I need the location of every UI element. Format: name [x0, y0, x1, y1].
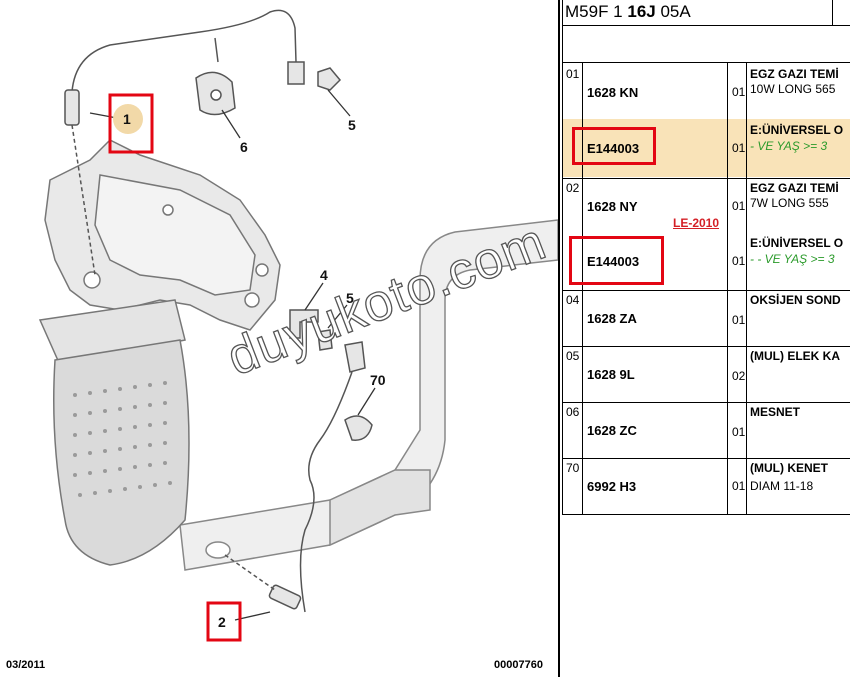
table-row[interactable]: 02 1628 NY 01 EGZ GAZI TEMİ 7W LONG 555 … — [562, 179, 850, 291]
condition: - - VE YAŞ >= 3 — [750, 252, 835, 266]
part-number[interactable]: 1628 9L — [587, 367, 635, 382]
table-row[interactable]: 04 1628 ZA 01 OKSİJEN SOND — [562, 291, 850, 347]
quantity: 01 — [732, 199, 746, 213]
description: EGZ GAZI TEMİ — [750, 181, 839, 195]
item-index: 06 — [566, 405, 580, 419]
oxygen-sensor-downstream — [224, 371, 353, 613]
part-number[interactable]: 1628 ZA — [587, 311, 637, 326]
clip-parts-top — [195, 37, 342, 116]
exhaust-pipe — [179, 219, 558, 571]
part-number[interactable]: E144003 — [587, 254, 640, 269]
item-index: 04 — [566, 293, 580, 307]
table-subheader — [562, 25, 850, 63]
table-row[interactable]: 01 1628 KN 01 EGZ GAZI TEMİ 10W LONG 565… — [562, 63, 850, 179]
oxygen-sensor-upstream — [64, 9, 305, 276]
table-left-border — [562, 0, 563, 515]
exhaust-manifold — [44, 139, 281, 331]
item-index: 01 — [566, 67, 580, 81]
quantity: 02 — [732, 369, 746, 383]
table-header: M59F 1 16J 05A — [562, 0, 850, 26]
converter-holes — [73, 381, 172, 497]
description: MESNET — [750, 405, 801, 419]
description: E:ÜNİVERSEL O — [750, 236, 844, 250]
callout-1[interactable]: 1 — [123, 111, 131, 127]
quantity: 01 — [732, 313, 746, 327]
model-code: M59F 1 16J 05A — [565, 2, 691, 21]
callout-labels: 1 2 4 5 5 6 70 — [123, 111, 386, 630]
item-index: 70 — [566, 461, 580, 475]
panel-separator — [558, 0, 560, 677]
table-row[interactable]: 05 1628 9L 02 (MUL) ELEK KA — [562, 347, 850, 403]
description: (MUL) KENET — [750, 461, 828, 475]
callout-5-top[interactable]: 5 — [348, 117, 356, 133]
quantity: 01 — [732, 85, 746, 99]
part-number[interactable]: E144003 — [587, 141, 640, 156]
exhaust-manifold-diagram: 1 2 4 5 5 6 70 — [38, 9, 558, 642]
diagram-doc-number: 00007760 — [494, 659, 543, 671]
parts-table: M59F 1 16J 05A 01 1628 KN 01 EGZ GAZI TE… — [562, 0, 850, 515]
callout-6[interactable]: 6 — [240, 139, 248, 155]
quantity: 01 — [732, 425, 746, 439]
callout-red-boxes — [108, 93, 242, 642]
part-highlight-box — [569, 236, 664, 285]
part-number[interactable]: 1628 ZC — [587, 423, 637, 438]
part-number[interactable]: 1628 NY — [587, 199, 638, 214]
callout-70[interactable]: 70 — [370, 372, 386, 388]
quantity: 01 — [732, 479, 746, 493]
quantity: 01 — [732, 141, 746, 155]
item-index: 05 — [566, 349, 580, 363]
quantity: 01 — [732, 254, 746, 268]
description: OKSİJEN SOND — [750, 293, 841, 307]
description: (MUL) ELEK KA — [750, 349, 840, 363]
item-index: 02 — [566, 181, 580, 195]
description-detail: 10W LONG 565 — [750, 82, 836, 96]
description: EGZ GAZI TEMİ — [750, 67, 839, 81]
callout-1-highlight — [113, 104, 143, 134]
description-detail: 7W LONG 555 — [750, 196, 829, 210]
catalytic-converter — [38, 299, 190, 566]
table-row[interactable]: 06 1628 ZC 01 MESNET — [562, 403, 850, 459]
condition: - VE YAŞ >= 3 — [750, 139, 828, 153]
diagram-date: 03/2011 — [6, 659, 46, 671]
callout-2[interactable]: 2 — [218, 614, 226, 630]
part-highlight-box — [572, 127, 656, 165]
callout-5-middle[interactable]: 5 — [346, 290, 354, 306]
date-limit-note: LE-2010 — [673, 216, 720, 230]
part-number[interactable]: 1628 KN — [587, 85, 639, 100]
table-row[interactable]: 70 6992 H3 01 (MUL) KENET DIAM 11-18 — [562, 459, 850, 515]
callout-4[interactable]: 4 — [320, 267, 328, 283]
description-detail: DIAM 11-18 — [750, 479, 814, 493]
part-number[interactable]: 6992 H3 — [587, 479, 637, 494]
clip-parts-middle — [289, 309, 373, 441]
description: E:ÜNİVERSEL O — [750, 123, 844, 137]
